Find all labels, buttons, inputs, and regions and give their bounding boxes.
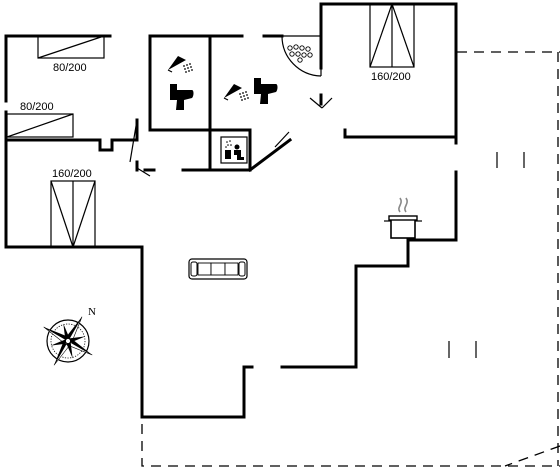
bed-size-label: 160/200	[371, 71, 411, 83]
shower-icon	[223, 84, 249, 101]
shower-icon	[167, 56, 193, 73]
bed-top-right: 160/200	[369, 3, 415, 83]
sauna-icon	[220, 136, 248, 164]
bed-top-left: 80/200	[37, 35, 105, 74]
terrace-outline	[141, 51, 560, 467]
bed-mid-left: 80/200	[6, 101, 74, 138]
toilet-icon	[254, 78, 278, 104]
kitchen-pot-icon	[384, 197, 422, 239]
hot-tub-icon	[281, 35, 322, 77]
bed-size-label: 160/200	[52, 168, 92, 180]
compass-rose-icon	[43, 316, 93, 366]
bed-size-label: 80/200	[53, 62, 87, 74]
window-markers	[448, 152, 525, 358]
toilet-icon	[170, 84, 194, 110]
diagonal-walls	[129, 97, 333, 177]
bed-bottom-left: 160/200	[50, 168, 96, 248]
bed-size-label: 80/200	[20, 101, 54, 113]
sofa-icon	[188, 258, 248, 280]
north-label: N	[88, 306, 96, 318]
